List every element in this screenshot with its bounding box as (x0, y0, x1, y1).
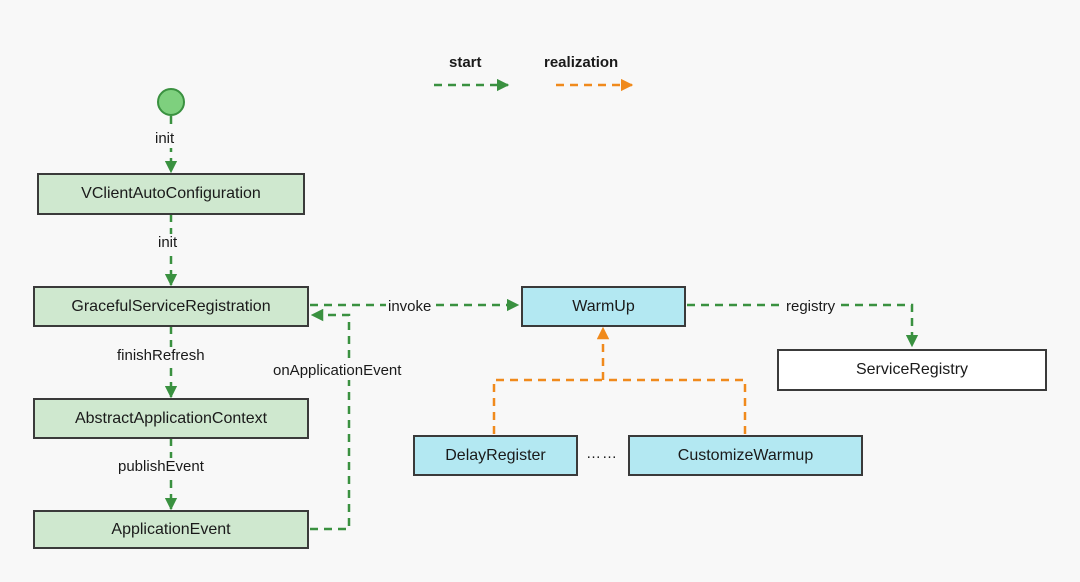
edge-realization-customize (603, 378, 747, 434)
edge-label-finish-refresh: finishRefresh (115, 347, 207, 365)
node-customize-warmup: CustomizeWarmup (628, 435, 863, 476)
edge-on-application-event (310, 308, 351, 531)
node-service-registry: ServiceRegistry (777, 349, 1047, 391)
legend-start-label: start (449, 54, 482, 71)
legend-realization-label: realization (544, 54, 619, 71)
node-vclient-auto-configuration: VClientAutoConfiguration (37, 173, 305, 215)
edge-label-publish-event: publishEvent (116, 458, 206, 476)
edge-label-invoke: invoke (386, 298, 434, 316)
edge-realization-delay (492, 378, 603, 434)
node-warmup: WarmUp (521, 286, 686, 327)
node-delay-register: DelayRegister (413, 435, 578, 476)
start-node-circle (157, 88, 185, 116)
edge-registry (687, 303, 919, 348)
edge-label-init-2: init (156, 234, 180, 252)
edge-label-init-1: init (153, 130, 177, 148)
node-abstract-application-context: AbstractApplicationContext (33, 398, 309, 439)
edge-label-registry: registry (784, 298, 838, 316)
node-application-event: ApplicationEvent (33, 510, 309, 549)
ellipsis-more-implementations: …… (586, 445, 618, 462)
edge-label-on-application-event: onApplicationEvent (271, 362, 404, 380)
node-graceful-service-registration: GracefulServiceRegistration (33, 286, 309, 327)
